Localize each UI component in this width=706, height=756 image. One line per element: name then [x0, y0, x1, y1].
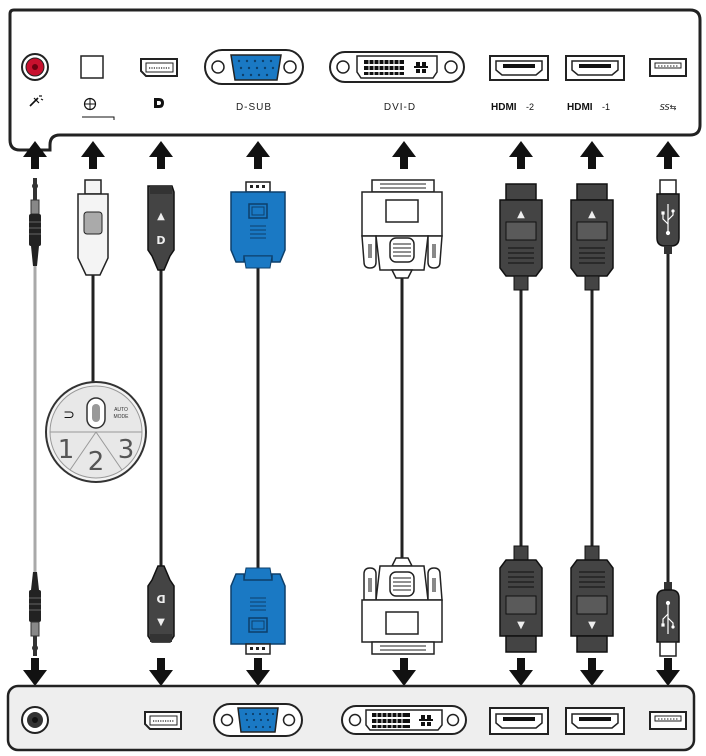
hdmi2-bottom-arrow-mark: ▼	[517, 620, 525, 631]
svg-text:-1: -1	[602, 102, 610, 112]
svg-text:HDMI: HDMI	[567, 102, 593, 113]
hdmi2-top-arrow-mark: ▲	[517, 209, 525, 220]
hdmi2-cable: ▲ ▼	[499, 183, 543, 653]
hdmi2-label: HDMI -2	[491, 102, 534, 113]
pc-displayport-port	[144, 711, 182, 730]
arrow-down-hdmi2	[509, 658, 533, 686]
pc-dvid-port	[341, 705, 467, 735]
arrow-down-audio	[23, 658, 47, 686]
dp-top-logo-mark: D	[156, 234, 165, 247]
hdmi1-bottom-arrow-mark: ▼	[588, 620, 596, 631]
usb-cable	[656, 179, 680, 657]
puck-button-2: 2	[88, 447, 105, 477]
pc-panel	[6, 684, 696, 752]
usb-port	[649, 58, 687, 77]
hdmi2-port	[489, 55, 549, 81]
displayport-cable: ▲ D D ▼	[147, 185, 175, 643]
audio-cable	[29, 178, 41, 656]
hdmi1-label: HDMI -1	[567, 102, 610, 113]
svg-text:HDMI: HDMI	[491, 102, 517, 113]
hdmi1-cable: ▲ ▼	[570, 183, 614, 653]
puck-mode-label: MODE	[114, 414, 130, 420]
arrow-down-usb	[656, 658, 680, 686]
top-arrows	[23, 141, 680, 169]
dvid-port	[329, 51, 465, 83]
headphone-icon	[29, 95, 44, 107]
puck-button-3: 3	[118, 435, 135, 465]
puck-button-1: 1	[58, 435, 75, 465]
displayport-icon	[154, 98, 164, 108]
vga-cable	[230, 181, 286, 655]
controller-cable	[77, 179, 109, 388]
pc-hdmi1-port	[565, 707, 625, 735]
usb-trident-icon-bottom	[661, 600, 675, 634]
dsub-label: D-SUB	[236, 102, 272, 113]
hdmi1-port	[565, 55, 625, 81]
controller-port	[80, 55, 104, 79]
displayport-port	[140, 58, 178, 77]
dsub-port	[204, 49, 304, 85]
dvi-cable	[361, 179, 443, 655]
arrow-up-controller	[81, 141, 105, 169]
dvid-label: DVI-D	[384, 102, 416, 113]
arrow-down-dvid	[392, 658, 416, 686]
pc-hdmi2-port	[489, 707, 549, 735]
usb-superspeed-label: SS⇆	[660, 103, 677, 112]
bottom-arrows	[23, 658, 680, 686]
puck-back-glyph: ⊃	[63, 407, 75, 423]
pc-usb-port	[649, 711, 687, 730]
controller-puck: ⊃ AUTO MODE 1 2 3	[45, 381, 147, 483]
arrow-up-dp	[149, 141, 173, 169]
dp-bottom-arrow-mark: ▼	[157, 617, 165, 628]
arrow-down-dsub	[246, 658, 270, 686]
usb-trident-icon-top	[661, 204, 675, 236]
pc-dsub-port	[213, 703, 303, 737]
dp-top-arrow-mark: ▲	[157, 211, 165, 222]
monitor-panel: D-SUB DVI-D	[8, 8, 702, 152]
svg-text:-2: -2	[526, 102, 534, 112]
arrow-up-usb	[656, 141, 680, 169]
hdmi1-top-arrow-mark: ▲	[588, 209, 596, 220]
arrow-down-dp	[149, 658, 173, 686]
pc-audio-port	[21, 706, 49, 734]
dp-bottom-logo-mark: D	[156, 592, 165, 605]
arrow-up-dvid	[392, 141, 416, 169]
arrow-down-hdmi1	[580, 658, 604, 686]
audio-out-port	[21, 53, 49, 81]
arrow-up-hdmi2	[509, 141, 533, 169]
puck-auto-label: AUTO	[114, 407, 128, 413]
arrow-up-dsub	[246, 141, 270, 169]
arrow-up-hdmi1	[580, 141, 604, 169]
controller-icon	[82, 97, 115, 120]
